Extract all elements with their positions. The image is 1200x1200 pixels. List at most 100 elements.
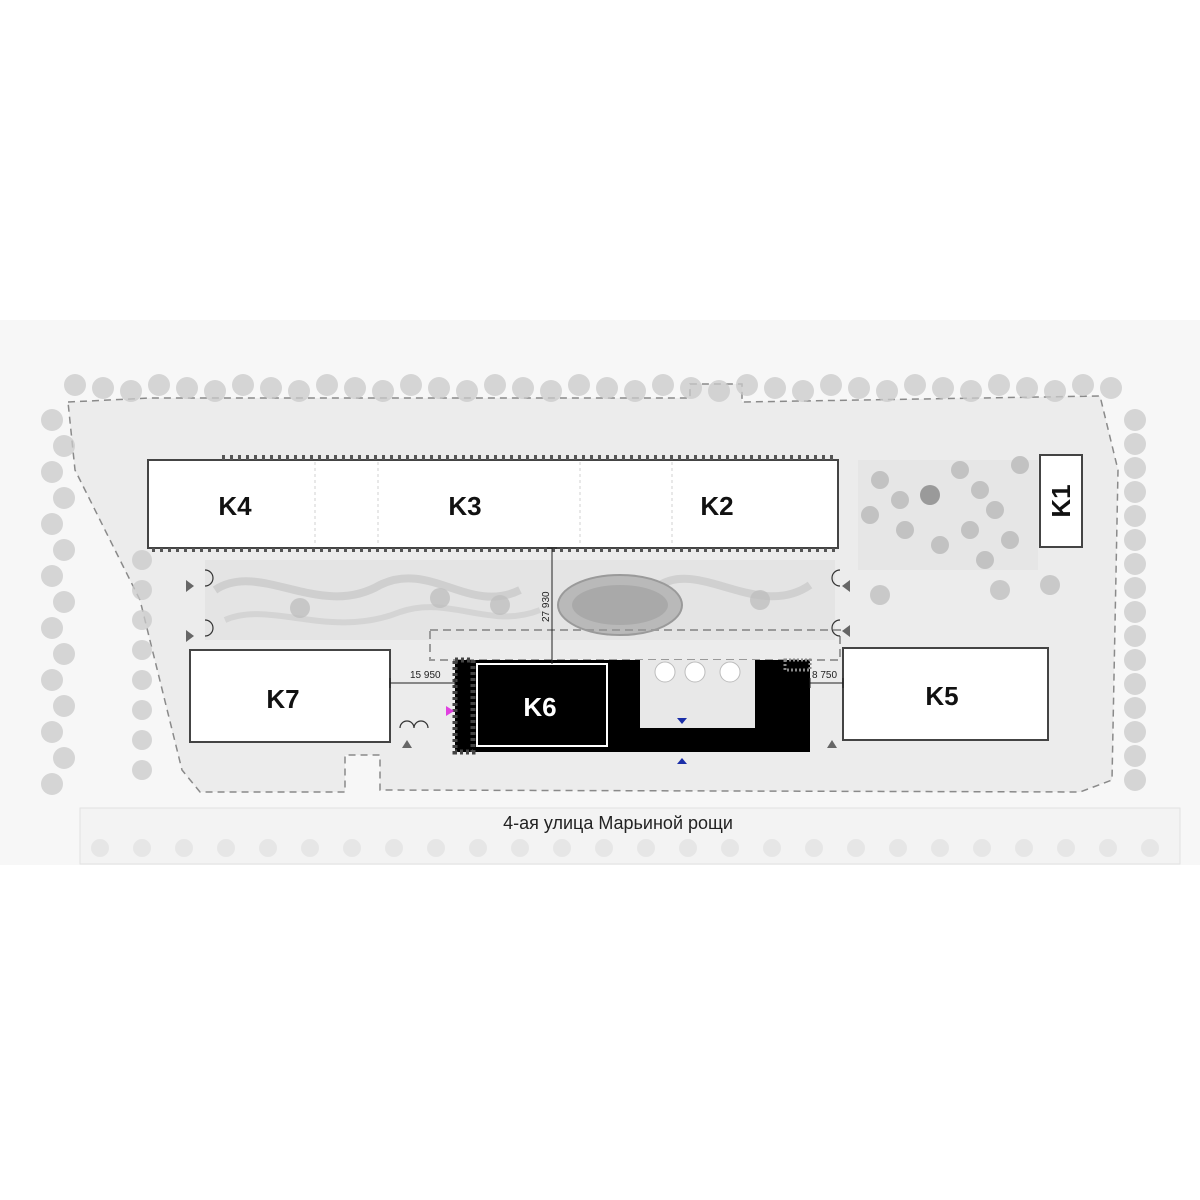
facade-tick — [648, 548, 651, 552]
facade-tick — [224, 548, 227, 552]
tree — [871, 471, 889, 489]
facade-tick — [534, 455, 537, 460]
facade-tick — [192, 548, 195, 552]
facade-tick — [504, 548, 507, 552]
facade-tick — [542, 455, 545, 460]
tree — [53, 695, 75, 717]
facade-tick — [424, 548, 427, 552]
facade-tick — [512, 548, 515, 552]
facade-tick — [352, 548, 355, 552]
facade-tick — [734, 455, 737, 460]
facade-tick — [416, 548, 419, 552]
facade-tick — [294, 455, 297, 460]
tree — [1124, 673, 1146, 695]
tree — [132, 730, 152, 750]
facade-tick — [710, 455, 713, 460]
tree — [637, 839, 655, 857]
facade-tick — [750, 455, 753, 460]
tree — [848, 377, 870, 399]
facade-tick — [606, 455, 609, 460]
tree — [217, 839, 235, 857]
facade-tick — [742, 455, 745, 460]
facade-tick — [622, 455, 625, 460]
facade-tick — [304, 548, 307, 552]
facade-tick — [368, 548, 371, 552]
facade-tick — [448, 548, 451, 552]
tree — [1124, 697, 1146, 719]
facade-tick — [318, 455, 321, 460]
facade-tick — [680, 548, 683, 552]
facade-tick — [830, 455, 833, 460]
tree — [736, 374, 758, 396]
facade-tick — [638, 455, 641, 460]
facade-tick — [430, 455, 433, 460]
facade-tick — [216, 548, 219, 552]
building-k1-outline — [1039, 454, 1083, 548]
tree — [976, 551, 994, 569]
north-block-outline — [147, 459, 839, 549]
facade-tick — [624, 548, 627, 552]
tree — [41, 721, 63, 743]
tree — [870, 585, 890, 605]
facade-tick — [798, 455, 801, 460]
facade-tick — [566, 455, 569, 460]
facade-tick — [632, 548, 635, 552]
facade-tick — [488, 548, 491, 552]
facade-tick — [766, 455, 769, 460]
facade-tick — [552, 548, 555, 552]
facade-tick — [688, 548, 691, 552]
tree — [568, 374, 590, 396]
tree — [259, 839, 277, 857]
tree — [1124, 505, 1146, 527]
tree — [553, 839, 571, 857]
facade-tick — [358, 455, 361, 460]
tree — [427, 839, 445, 857]
facade-tick — [832, 548, 835, 552]
tree — [176, 377, 198, 399]
building-k6-outline — [476, 663, 608, 747]
facade-tick — [286, 455, 289, 460]
facade-tick — [670, 455, 673, 460]
building-k7-outline — [189, 649, 391, 743]
tree — [1124, 577, 1146, 599]
tree — [92, 377, 114, 399]
tree — [301, 839, 319, 857]
tree — [652, 374, 674, 396]
facade-tick — [808, 548, 811, 552]
tree — [763, 839, 781, 857]
facade-tick — [392, 548, 395, 552]
facade-tick — [574, 455, 577, 460]
building-label-k6: K6 — [523, 692, 556, 722]
facade-tick — [790, 455, 793, 460]
tree — [861, 506, 879, 524]
facade-tick — [592, 548, 595, 552]
facade-tick — [774, 455, 777, 460]
facade-tick — [656, 548, 659, 552]
tree — [820, 374, 842, 396]
tree — [595, 839, 613, 857]
facade-tick — [800, 548, 803, 552]
facade-tick — [616, 548, 619, 552]
facade-tick — [454, 455, 457, 460]
tree — [805, 839, 823, 857]
facade-tick — [758, 455, 761, 460]
tree — [1124, 553, 1146, 575]
facade-tick — [664, 548, 667, 552]
facade-tick — [544, 548, 547, 552]
facade-tick — [238, 455, 241, 460]
tree — [372, 380, 394, 402]
tree — [132, 550, 152, 570]
facade-tick — [296, 548, 299, 552]
tree — [385, 839, 403, 857]
tree — [951, 461, 969, 479]
tree — [343, 839, 361, 857]
facade-tick — [584, 548, 587, 552]
tree — [931, 839, 949, 857]
tree — [986, 501, 1004, 519]
dimension-courtyard-depth: 27 930 — [541, 591, 552, 622]
tree — [53, 591, 75, 613]
facade-tick — [342, 455, 345, 460]
tree — [344, 377, 366, 399]
facade-tick — [694, 455, 697, 460]
facade-tick — [376, 548, 379, 552]
